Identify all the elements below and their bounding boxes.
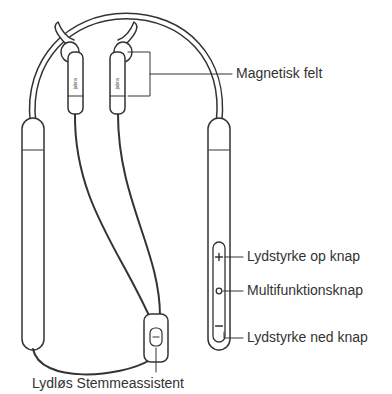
- volume-down-button: [216, 325, 223, 326]
- neck-cable: [33, 349, 150, 374]
- brand-mark: jabra: [115, 78, 121, 89]
- magnet-bracket: [128, 52, 232, 96]
- part-label: Lydstyrke ned knap: [247, 330, 368, 345]
- multifunction-button: [216, 288, 222, 294]
- left-earbud: [55, 22, 83, 114]
- part-label: Lydstyrke op knap: [247, 249, 360, 264]
- part-label: Lydløs Stemmeassistent: [32, 376, 184, 391]
- leader-mute: [156, 348, 157, 372]
- leader-volume-up: [225, 257, 243, 258]
- left-arm: [22, 118, 44, 350]
- volume-up-button: [216, 254, 223, 261]
- neckband: [32, 16, 219, 122]
- leader-multifunction: [223, 291, 243, 292]
- part-label: Magnetisk felt: [236, 66, 322, 81]
- brand-mark: jabra: [73, 78, 79, 89]
- mute-button: [150, 328, 162, 346]
- part-label: Multifunktionsknap: [247, 283, 363, 298]
- right-arm: [208, 118, 230, 350]
- leader-volume-down: [224, 332, 243, 338]
- right-earbud-cable: [118, 114, 160, 316]
- right-earbud: [110, 22, 137, 114]
- button-strip: [213, 242, 225, 342]
- left-earbud-cable: [75, 114, 150, 318]
